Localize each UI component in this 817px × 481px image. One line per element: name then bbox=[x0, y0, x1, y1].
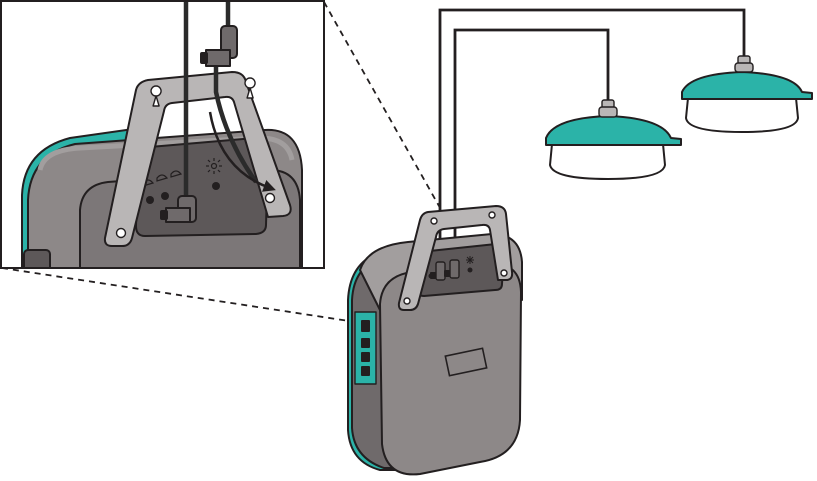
detail-inset bbox=[1, 0, 324, 280]
lamp-front-shade bbox=[546, 116, 681, 145]
lamp-rear bbox=[682, 56, 812, 132]
lamp-front bbox=[546, 100, 681, 179]
lamp-rear-strain-relief bbox=[735, 56, 753, 72]
unit-indicator-slots bbox=[361, 320, 370, 376]
sun-icon bbox=[466, 256, 474, 264]
detail-upper-plug bbox=[200, 26, 237, 66]
solar-battery-unit bbox=[348, 206, 522, 474]
lamp-front-cup bbox=[550, 144, 665, 179]
lamp-rear-cup bbox=[686, 98, 798, 132]
lamp-front-strain-relief bbox=[599, 100, 617, 117]
lamp-rear-shade bbox=[682, 72, 812, 99]
